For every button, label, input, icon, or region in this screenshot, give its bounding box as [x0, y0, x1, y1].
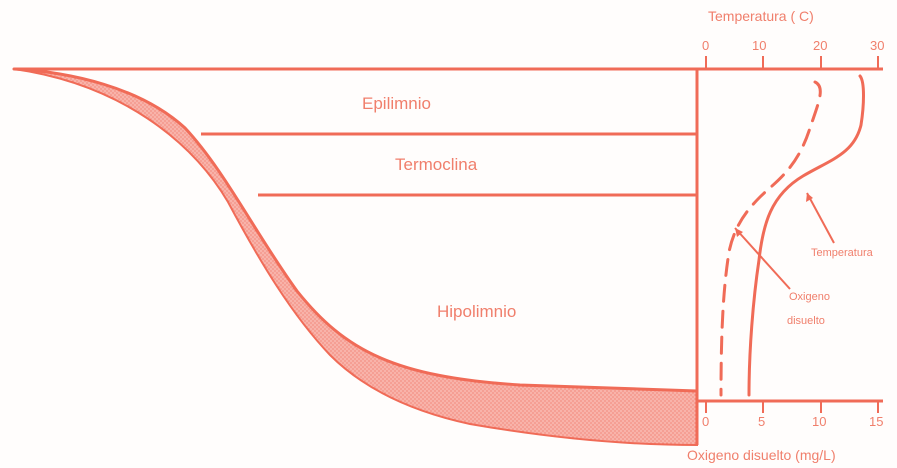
temperature-tick-label-30: 30	[870, 38, 884, 53]
temperature-axis-title: Temperatura ( C)	[708, 8, 814, 24]
oxygen-tick-label-15: 15	[869, 414, 883, 429]
oxygen-tick-label-10: 10	[812, 414, 826, 429]
temperature-annotation: Temperatura	[811, 247, 874, 259]
oxygen-annotation-line2: disuelto	[787, 315, 825, 327]
lake-basin-outline	[14, 69, 697, 391]
temperature-profile	[749, 76, 864, 395]
oxygen-tick-label-5: 5	[758, 414, 765, 429]
oxygen-tick-label-0: 0	[702, 414, 709, 429]
dissolved-oxygen-profile	[721, 82, 820, 395]
oxygen-axis-title: Oxigeno disuelto (mg/L)	[687, 447, 836, 463]
temperature-tick-label-0: 0	[702, 38, 709, 53]
hypolimnion-label: Hipolimnio	[437, 302, 516, 321]
oxygen-annotation-line1: Oxigeno	[789, 291, 830, 303]
temperature-ticks	[706, 56, 878, 69]
thermocline-label: Termoclina	[395, 155, 478, 174]
temperature-pointer	[807, 193, 834, 243]
temperature-tick-label-10: 10	[752, 38, 766, 53]
epilimnion-label: Epilimnio	[362, 94, 431, 113]
temperature-tick-label-20: 20	[813, 38, 827, 53]
oxygen-ticks	[706, 401, 878, 413]
